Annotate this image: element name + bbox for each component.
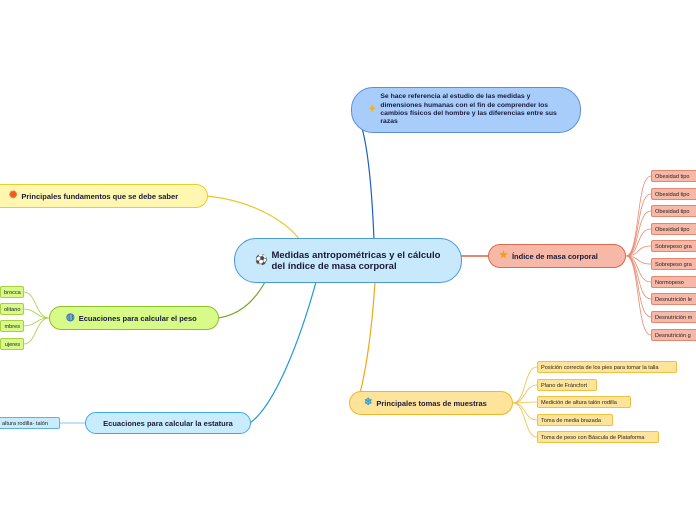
snowflake-icon: ❄ [364,397,373,408]
imc-subtopic[interactable]: Obesidad tipo [651,205,696,217]
star-burst-icon: ✦ [368,104,377,115]
topic-definicion[interactable]: ✦ Se hace referencia al estudio de las m… [351,87,581,133]
peso-subtopic[interactable]: mbres [0,320,24,332]
imc-subtopic[interactable]: Desnutrición m [651,311,696,323]
peso-branch-lines [23,291,50,345]
estatura-subtopic[interactable]: altura rodilla- talón [0,417,60,429]
star-icon: ★ [499,250,508,261]
imc-subtopic[interactable]: Obesidad tipo [651,223,696,235]
topic-tomas-muestras[interactable]: ❄ Principales tomas de muestras [349,391,513,415]
topic-ecuaciones-estatura[interactable]: Ecuaciones para calcular la estatura [85,412,251,434]
planet-icon: ◍ [66,312,75,323]
muestras-subtopic[interactable]: Medición de altura talón rodilla [537,396,631,408]
topic-principales-fundamentos[interactable]: ✺ Principales fundamentos que se debe sa… [0,184,208,208]
imc-subtopic[interactable]: Sobrepeso gra [651,240,696,252]
topic-ecuaciones-peso[interactable]: ◍ Ecuaciones para calcular el peso [49,306,219,330]
imc-subtopic[interactable]: Obesidad tipo [651,170,696,182]
peso-subtopic[interactable]: brocca [0,286,24,298]
topic-definicion-label: Se hace referencia al estudio de las med… [380,93,557,126]
peso-subtopic[interactable]: olitano [0,303,24,315]
topic-imc-label: Índice de masa corporal [511,251,598,261]
muestras-branch-lines [512,366,538,438]
imc-branch-lines [625,175,652,336]
imc-subtopic[interactable]: Obesidad tipo [651,188,696,200]
topic-fundamentos-label: Principales fundamentos que se debe sabe… [21,191,179,201]
imc-subtopic[interactable]: Normopeso [651,276,696,288]
muestras-subtopic[interactable]: Toma de media brazada [537,414,613,426]
link-center-peso [217,281,266,319]
imc-subtopic[interactable]: Sobrepeso gra [651,258,696,270]
topic-muestras-label: Principales tomas de muestras [376,398,487,408]
link-center-muestras [359,281,376,394]
soccer-ball-icon: ⚽ [255,254,268,266]
central-topic-label: Medidas antropométricas y el cálculo del… [271,249,441,272]
central-topic[interactable]: ⚽ Medidas antropométricas y el cálculo d… [234,238,462,283]
muestras-subtopic[interactable]: Posición correcta de los pies para tomar… [537,361,677,373]
topic-indice-masa-corporal[interactable]: ★ Índice de masa corporal [488,244,626,268]
link-center-top [361,127,375,241]
link-center-estatura [249,281,317,424]
peso-subtopic[interactable]: ujeres [0,338,24,350]
imc-subtopic[interactable]: Desnutrición g [651,329,696,341]
imc-subtopic[interactable]: Desnutrición le [651,293,696,305]
muestras-subtopic[interactable]: Plano de Fráncfort [537,379,597,391]
link-center-fundamentos [205,195,301,241]
topic-peso-label: Ecuaciones para calcular el peso [78,313,197,323]
sun-icon: ✺ [9,190,18,201]
topic-estatura-label: Ecuaciones para calcular la estatura [103,418,233,428]
muestras-subtopic[interactable]: Toma de peso con Báscula de Plataforma [537,431,659,443]
